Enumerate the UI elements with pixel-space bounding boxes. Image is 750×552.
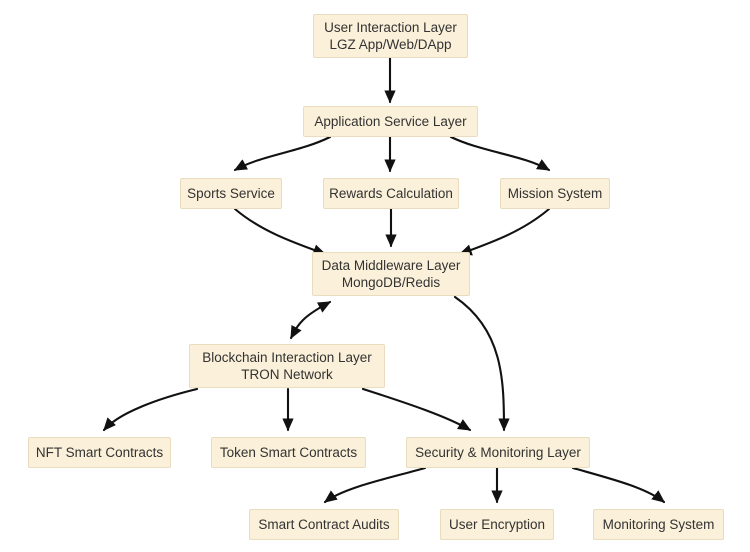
node-label: NFT Smart Contracts	[35, 445, 164, 460]
node-mission-system[interactable]: Mission System	[500, 178, 610, 209]
node-label: TRON Network	[241, 367, 333, 382]
node-label: Mission System	[507, 186, 603, 201]
node-application-service-layer[interactable]: Application Service Layer	[303, 106, 478, 137]
node-sports-service[interactable]: Sports Service	[180, 178, 282, 209]
node-security-monitoring-layer[interactable]: Security & Monitoring Layer	[406, 437, 590, 468]
node-label: MongoDB/Redis	[341, 275, 441, 290]
node-user-encryption[interactable]: User Encryption	[440, 509, 554, 540]
edge-mission-system-to-data-middleware-layer	[458, 207, 551, 256]
node-label: User Encryption	[448, 517, 546, 532]
node-label: LGZ App/Web/DApp	[329, 37, 452, 52]
edge-security-monitoring-layer-to-monitoring-system	[571, 466, 666, 504]
node-label: Rewards Calculation	[329, 186, 453, 201]
node-rewards-calculation[interactable]: Rewards Calculation	[323, 178, 459, 209]
node-label: Data Middleware Layer	[321, 258, 461, 273]
node-label: Token Smart Contracts	[219, 445, 358, 460]
edge-data-middleware-layer-to-security-monitoring-layer	[453, 295, 510, 432]
edge-security-monitoring-layer-to-smart-contract-audits	[323, 466, 427, 504]
node-label: Sports Service	[187, 186, 275, 201]
node-label: Application Service Layer	[314, 114, 467, 129]
edge-application-service-layer-to-sports-service	[233, 135, 332, 172]
node-smart-contract-audits[interactable]: Smart Contract Audits	[249, 509, 399, 540]
node-nft-smart-contracts[interactable]: NFT Smart Contracts	[28, 437, 171, 468]
node-monitoring-system[interactable]: Monitoring System	[593, 509, 724, 540]
node-label: Smart Contract Audits	[258, 517, 390, 532]
edge-blockchain-interaction-layer-to-nft-smart-contracts	[102, 387, 199, 432]
node-label: Monitoring System	[602, 517, 715, 532]
node-token-smart-contracts[interactable]: Token Smart Contracts	[211, 437, 366, 468]
node-label: Blockchain Interaction Layer	[202, 350, 372, 365]
edge-application-service-layer-to-mission-system	[449, 135, 551, 172]
edge-data-middleware-layer-to-blockchain-interaction-layer	[289, 300, 332, 340]
node-label: User Interaction Layer	[324, 20, 457, 35]
edge-sports-service-to-data-middleware-layer	[233, 207, 327, 256]
edge-blockchain-interaction-layer-to-security-monitoring-layer	[361, 387, 472, 432]
node-label: Security & Monitoring Layer	[415, 445, 581, 460]
